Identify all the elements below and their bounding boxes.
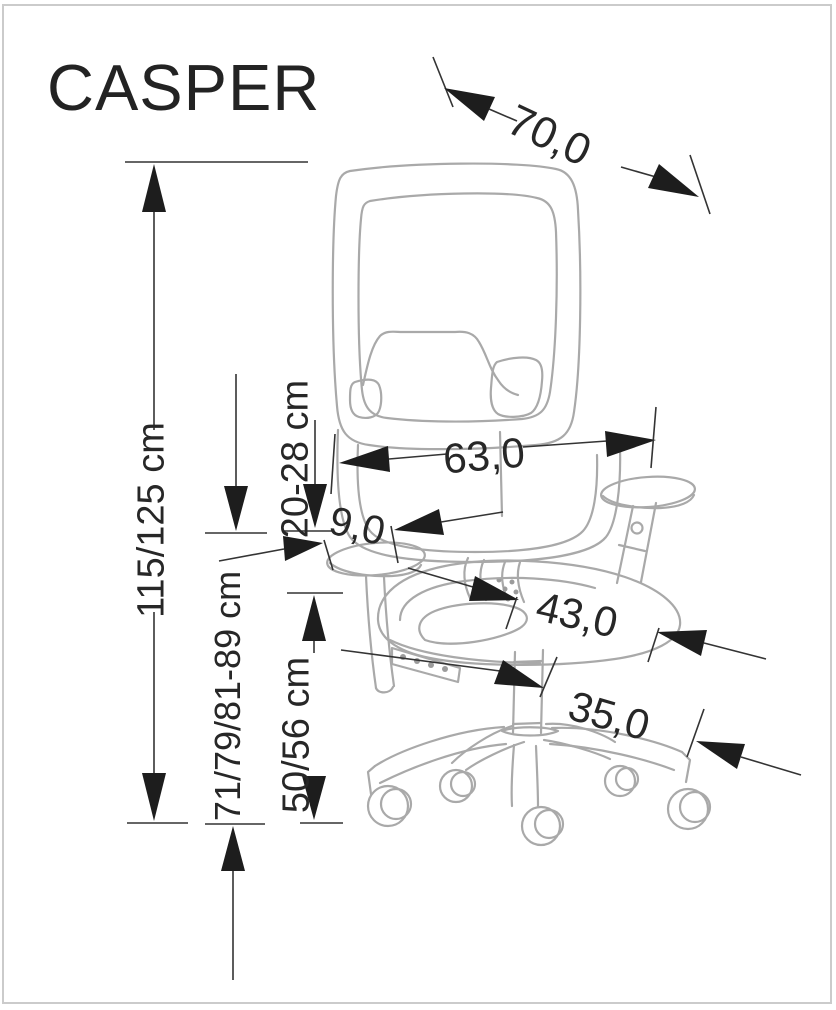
dimension-graphics [125, 56, 802, 980]
backrest-outline [331, 162, 582, 451]
product-title: CASPER [47, 51, 321, 124]
seat-outline [376, 559, 682, 666]
dim-label-backrest-height-range: 71/79/81-89 cm [207, 570, 248, 822]
dim-armrest-offset [390, 509, 504, 564]
dim-seat-height [287, 592, 343, 824]
dim-backrest-width [330, 406, 657, 495]
dim-label-total-height: 115/125 cm [130, 422, 173, 618]
dim-seat-width [407, 567, 767, 663]
dim-armrest-height [283, 420, 332, 532]
dim-total-height [125, 161, 308, 824]
dim-label-seat-height-range: 50/56 cm [275, 656, 318, 814]
right-armrest [600, 475, 696, 585]
chair-drawing [326, 162, 712, 847]
dim-diagonal-depth [432, 56, 711, 215]
dim-base-leg [340, 649, 802, 776]
dim-label-armrest-height-range: 20-28 cm [274, 379, 317, 539]
base-and-casters [366, 722, 712, 847]
dim-backrest-height [205, 374, 334, 980]
dim-label-backrest-width: 63,0 [441, 428, 527, 483]
